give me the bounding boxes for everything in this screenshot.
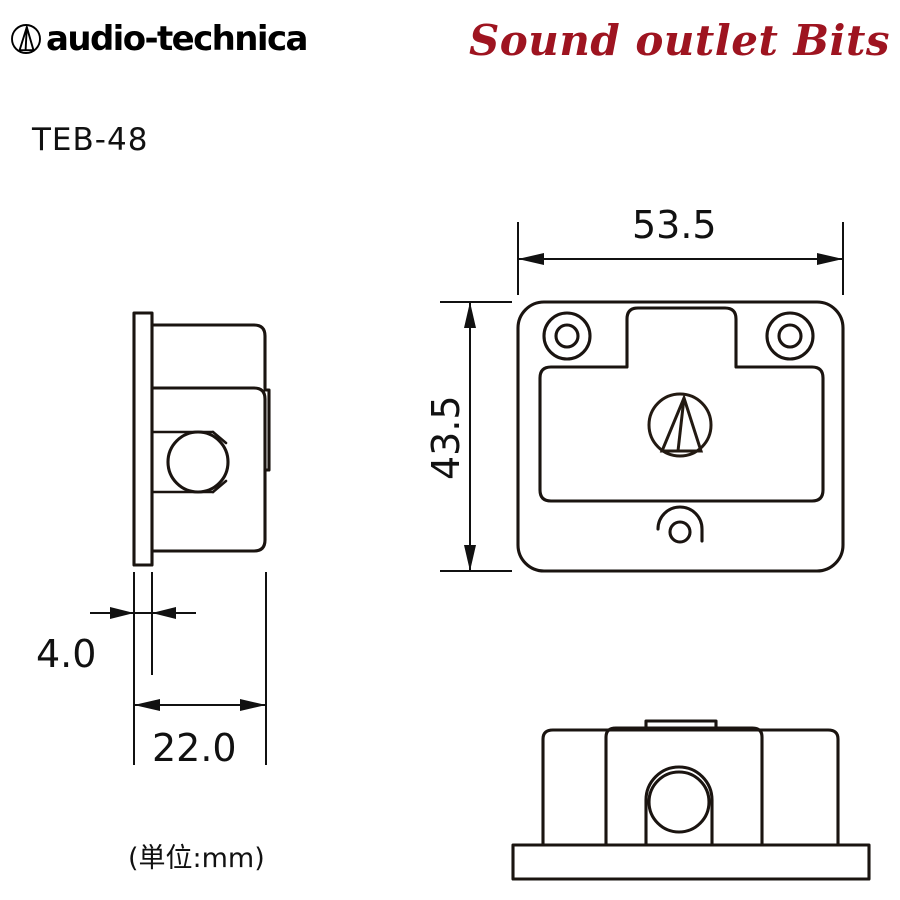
front-view [516, 300, 845, 573]
arrow-thickness-right [152, 607, 176, 619]
audio-technica-brand: audio-technica [10, 19, 308, 59]
arrow-depth-right [240, 699, 266, 711]
arrow-front-height-bottom [464, 545, 476, 571]
side-view-dimensions [90, 572, 267, 765]
dim-label-side-thickness: 4.0 [36, 632, 97, 676]
side-view-jack-circle [166, 430, 230, 494]
dim-label-front-height: 43.5 [424, 395, 468, 480]
front-view-dimensions [440, 222, 844, 572]
bottom-view-outer-shell [541, 728, 840, 847]
side-view-side-tab [263, 388, 271, 472]
logo-triangle [659, 393, 704, 453]
brand-wordmark: audio-technica [46, 19, 308, 59]
side-view-upper-body [150, 323, 267, 390]
audio-technica-circle-triangle-icon [11, 23, 41, 54]
bottom-view-jack-arch [644, 765, 714, 847]
side-view-flange [132, 311, 154, 567]
bottom-view-top-tab [644, 719, 718, 730]
front-view-outer-plate [516, 300, 845, 573]
front-view-screw-boss-left-outer [542, 311, 592, 361]
front-view-audio-technica-logo [647, 392, 713, 458]
arrow-front-height-top [464, 302, 476, 328]
front-view-screw-boss-right-outer [765, 311, 815, 361]
bottom-view-jack-circle [647, 770, 711, 834]
logo-center-stem [676, 397, 686, 452]
front-view-bottom-latch-hole [668, 520, 692, 544]
dim-label-front-width: 53.5 [632, 203, 717, 247]
logo-circle [647, 392, 713, 458]
dim-label-side-depth: 22.0 [152, 726, 237, 770]
model-number: TEB-48 [32, 122, 149, 158]
unit-note: (単位:mm) [128, 843, 265, 874]
front-view-inner-body [538, 306, 825, 503]
side-view-barrel-chamfer-top [211, 430, 228, 445]
front-view-bottom-latch [656, 505, 704, 543]
bottom-view-inner-block [604, 726, 764, 847]
arrow-front-width-right [817, 253, 843, 265]
front-view-screw-hole-right [777, 323, 803, 349]
arrow-depth-left [134, 699, 160, 711]
arrow-thickness-left [110, 607, 134, 619]
side-view-barrel-chamfer-bottom [211, 479, 228, 494]
bottom-view-base-flange [511, 843, 871, 881]
side-view [132, 311, 271, 567]
bottom-view [511, 719, 871, 881]
arrow-front-width-left [518, 253, 544, 265]
front-view-screw-hole-left [554, 323, 580, 349]
shop-logo: Sound outlet Bits [468, 16, 890, 65]
